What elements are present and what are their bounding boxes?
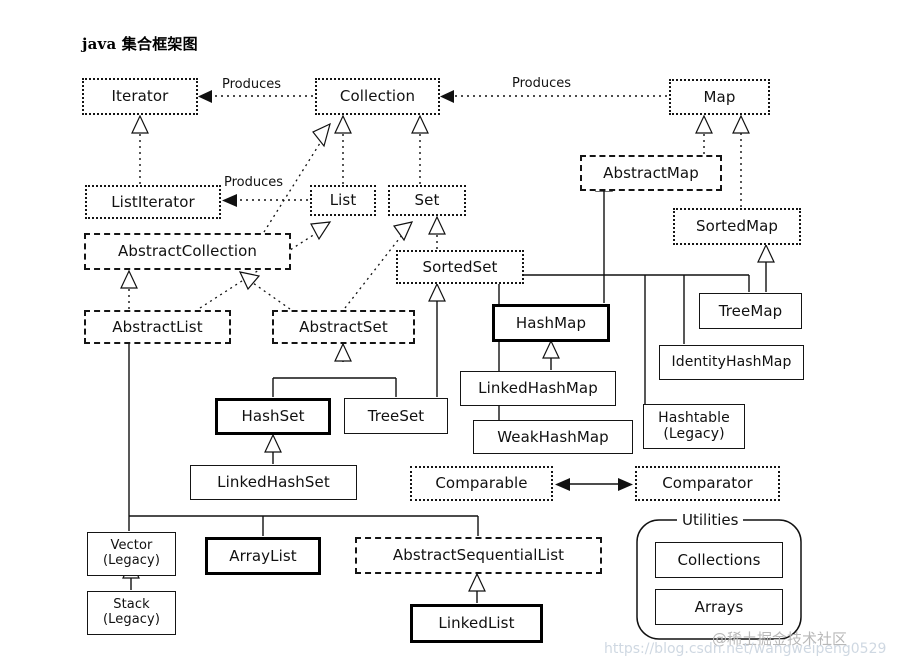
node-map[interactable]: Map — [669, 79, 770, 115]
node-set[interactable]: Set — [388, 185, 466, 216]
node-comparable[interactable]: Comparable — [410, 466, 553, 501]
node-arrays[interactable]: Arrays — [655, 589, 783, 625]
node-vector[interactable]: Vector (Legacy) — [87, 532, 176, 576]
page-title: java 集合框架图 — [82, 35, 198, 53]
node-sortedmap[interactable]: SortedMap — [673, 208, 801, 245]
node-linkedlist[interactable]: LinkedList — [410, 604, 543, 643]
node-identityhashmap[interactable]: IdentityHashMap — [659, 345, 804, 380]
node-collections[interactable]: Collections — [655, 542, 783, 578]
node-abstractcollection[interactable]: AbstractCollection — [84, 233, 291, 270]
watermark-url: https://blog.csdn.net/wangweipeng0529 — [604, 641, 887, 657]
edge-label-produces-collection-iterator: Produces — [222, 77, 282, 92]
node-list[interactable]: List — [310, 185, 376, 216]
node-abstractlist[interactable]: AbstractList — [84, 310, 231, 344]
node-hashtable[interactable]: Hashtable (Legacy) — [643, 404, 745, 449]
node-linkedhashset[interactable]: LinkedHashSet — [190, 465, 357, 500]
node-listiterator[interactable]: ListIterator — [85, 185, 221, 219]
utilities-group-label: Utilities — [677, 511, 744, 529]
node-comparator[interactable]: Comparator — [635, 466, 780, 501]
node-linkedhashmap[interactable]: LinkedHashMap — [460, 371, 616, 406]
node-treemap[interactable]: TreeMap — [699, 293, 802, 329]
node-hashset[interactable]: HashSet — [215, 398, 331, 435]
node-abstractmap[interactable]: AbstractMap — [580, 155, 722, 191]
node-iterator[interactable]: Iterator — [82, 78, 198, 115]
node-abstractset[interactable]: AbstractSet — [272, 310, 415, 344]
node-arraylist[interactable]: ArrayList — [205, 537, 321, 575]
watermark-handle: @稀土掘金技术社区 — [712, 630, 848, 648]
node-stack[interactable]: Stack (Legacy) — [87, 591, 176, 635]
node-abstractsequentiallist[interactable]: AbstractSequentialList — [355, 537, 602, 574]
node-weakhashmap[interactable]: WeakHashMap — [473, 420, 633, 454]
node-collection[interactable]: Collection — [315, 78, 440, 115]
node-treeset[interactable]: TreeSet — [344, 398, 448, 434]
node-hashmap[interactable]: HashMap — [492, 304, 610, 342]
edge-label-produces-list-listiterator: Produces — [224, 175, 284, 190]
edge-label-produces-map-collection: Produces — [512, 76, 572, 91]
node-sortedset[interactable]: SortedSet — [396, 250, 524, 284]
